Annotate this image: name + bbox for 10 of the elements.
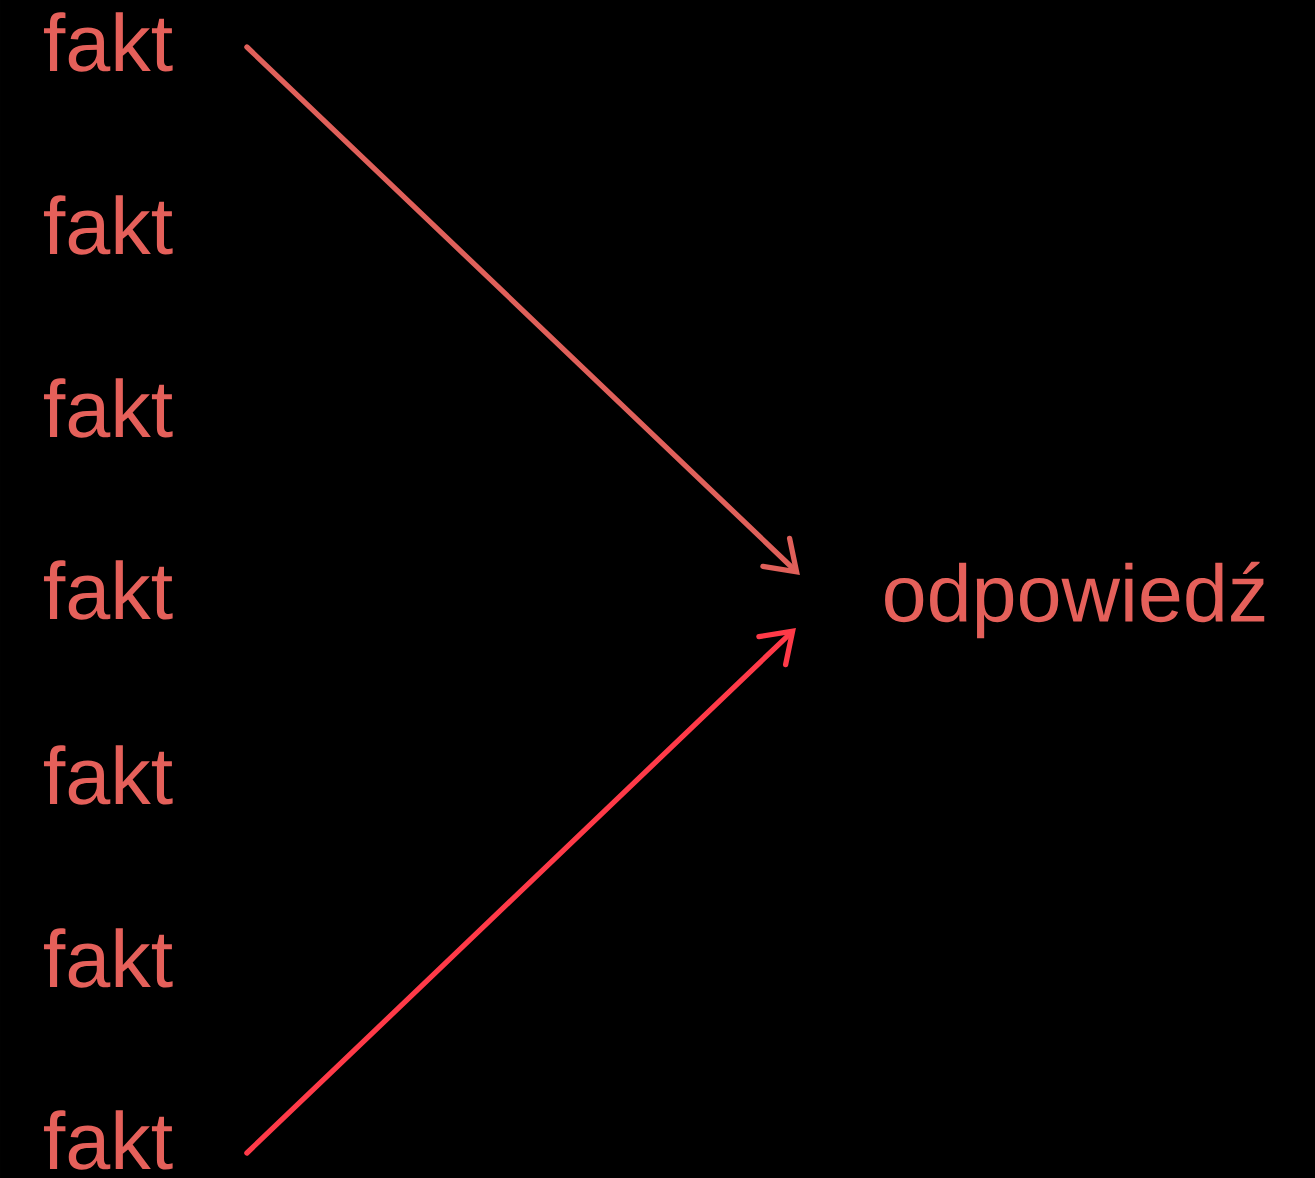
fact-text: fakt — [44, 378, 173, 438]
fact-text: fakt — [44, 12, 173, 72]
fact-text: fakt — [44, 195, 173, 255]
answer-text: odpowiedź — [885, 561, 1265, 639]
fact-text: fakt — [44, 745, 173, 805]
fact-text: fakt — [44, 560, 173, 620]
arrow — [244, 44, 800, 575]
arrow — [244, 628, 796, 1156]
fact-text: fakt — [44, 1110, 173, 1170]
fact-text: fakt — [44, 928, 173, 988]
